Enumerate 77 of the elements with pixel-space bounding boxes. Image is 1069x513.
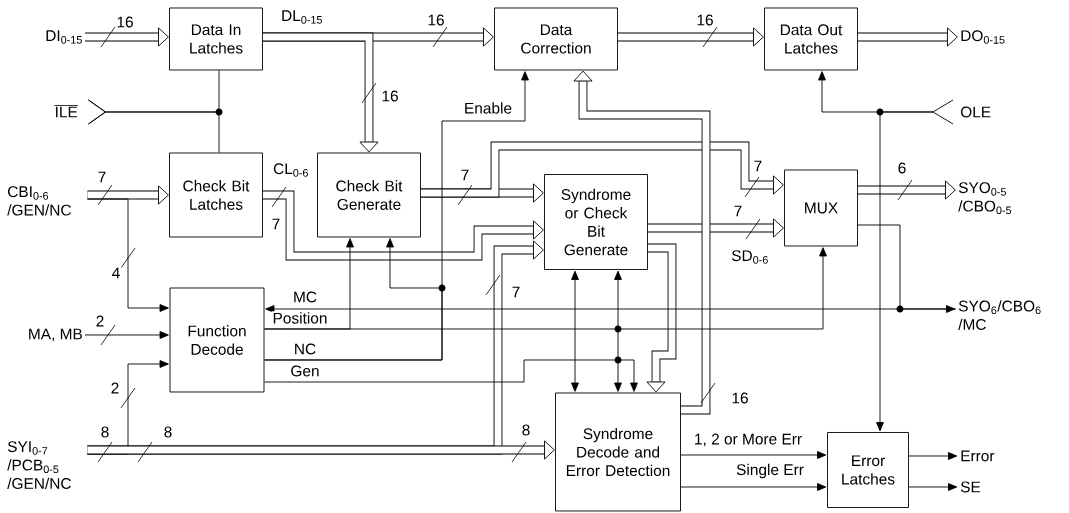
signal-label: SD$_{0-6}$ (730, 249, 770, 265)
bus-width-label: 16 (115, 15, 135, 29)
signal-label: 1, 2 or More Err (692, 432, 804, 448)
signal-name: SYO$_{0-5}$ /CBO$_{0-5}$ (958, 182, 1012, 215)
signal-label: CL$_{0-6}$ (272, 162, 310, 178)
bus-arrow (573, 70, 711, 415)
signal-label: Enable (462, 101, 514, 115)
bus-width-label: 8 (520, 423, 532, 437)
bus-width-label: 16 (695, 13, 715, 27)
signal-name: SYO$_{6}$/CBO$_{6}$ /MC (958, 300, 1041, 330)
signal-arrow (84, 331, 169, 339)
bus-width-label: 6 (896, 161, 908, 175)
signal-label: Gen (289, 364, 321, 378)
signal-label: MC (292, 290, 318, 304)
block-box: Syndrome Decode and Error Detection (555, 392, 681, 512)
bus-width-label: 7 (510, 285, 522, 299)
bus-arrow (647, 218, 784, 238)
bus-width-label: 2 (109, 381, 121, 395)
signal-name: MA, MB (29, 328, 82, 342)
block-box: Function Decode (169, 287, 265, 393)
bus-arrow (646, 243, 677, 393)
signal-label: NC (292, 342, 318, 356)
block-box: Data In Latches (169, 7, 263, 71)
block-box: Check Bit Generate (317, 152, 421, 238)
block-box: Data Out Latches (764, 7, 858, 71)
bus-width-label: 7 (459, 168, 471, 182)
signal-arrow (680, 483, 827, 491)
signal-name: ILE (56, 106, 78, 118)
signal-name: CBI$_{0-6}$ /GEN/NC (7, 186, 71, 216)
signal-arrow (908, 483, 958, 491)
bus-arrow (617, 27, 764, 47)
signal-arrow (908, 452, 958, 460)
block-box: Syndrome or Check Bit Generate (544, 174, 648, 270)
signal-arrow (876, 111, 934, 432)
bus-arrow (262, 190, 544, 261)
bus-arrow (85, 27, 169, 47)
signal-arrow (680, 451, 827, 459)
bus-width-label: 16 (380, 89, 400, 103)
signal-arrow (264, 238, 443, 361)
bus-width-label: 16 (426, 13, 446, 27)
signal-name: SE (960, 481, 981, 493)
bus-width-label: 8 (99, 425, 111, 439)
bus-width-label: 7 (732, 204, 744, 218)
block-box: Check Bit Latches (169, 152, 263, 238)
signal-label: DL$_{0-15}$ (280, 9, 324, 25)
signal-arrow (857, 224, 956, 313)
signal-arrow (86, 360, 169, 455)
bus-arrow (87, 185, 169, 205)
bus-arrow (87, 440, 555, 460)
bus-arrow (857, 27, 958, 47)
bus-width-label: 7 (270, 217, 282, 231)
signal-arrow (86, 198, 169, 312)
block-box: MUX (784, 169, 858, 247)
signal-name: DI$_{0-15}$ (46, 30, 82, 44)
bus-width-label: 2 (94, 314, 106, 328)
bus-width-label: 8 (162, 425, 174, 439)
signal-name: OLE (960, 106, 991, 118)
signal-arrow (88, 99, 220, 153)
block-box: Data Correction (494, 7, 618, 71)
signal-arrow (614, 270, 622, 392)
signal-arrow (264, 359, 638, 392)
bus-arrow (420, 141, 784, 198)
block-box: Error Latches (827, 432, 909, 508)
signal-label: Position (271, 311, 329, 325)
bus-width-label: 16 (730, 391, 750, 405)
bus-width-label: 4 (110, 266, 122, 280)
signal-arrow (265, 305, 957, 313)
bus-width-label: 7 (96, 170, 108, 184)
signal-label: Single Err (735, 462, 805, 480)
bus-width-label: 7 (752, 159, 764, 173)
bus-arrow (262, 32, 379, 153)
bus-arrow (857, 180, 956, 200)
signal-name: DO$_{0-15}$ (961, 30, 1005, 44)
signal-name: SYI$_{0-7}$ /PCB$_{0-5}$ /GEN/NC (7, 441, 71, 489)
signal-arrow (571, 270, 579, 392)
signal-name: Error (961, 450, 995, 462)
signal-arrow (264, 247, 827, 330)
